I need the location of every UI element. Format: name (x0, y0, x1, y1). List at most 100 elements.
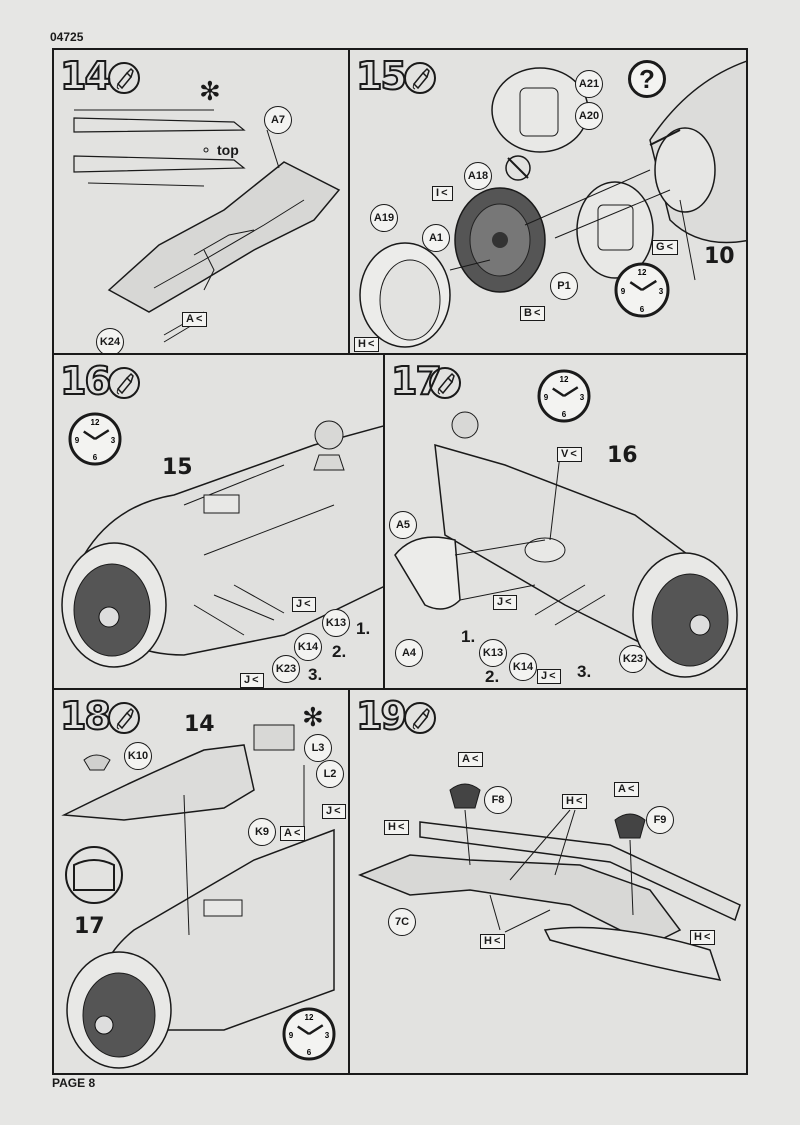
question-icon: ? (628, 60, 666, 98)
page-label: PAGE 8 (52, 1076, 96, 1090)
clock-hand (641, 279, 657, 292)
part-flag: H (354, 337, 380, 352)
step-14-panel: 14 ✻ top A7 A K24 (52, 48, 350, 355)
subassembly-number: 10 (704, 244, 735, 269)
step-14-drawing: ✻ (73, 77, 341, 343)
clock-number: 6 (562, 410, 567, 419)
part-callout: A21 (575, 70, 603, 98)
clock-number: 3 (659, 287, 664, 296)
part-callout: L3 (304, 734, 332, 762)
clock-hand (563, 386, 579, 398)
part-callout: F9 (646, 806, 674, 834)
part-flag: A (614, 782, 640, 797)
part-callout: F8 (484, 786, 512, 814)
part-flag: B (520, 306, 546, 321)
part-flag: H (690, 930, 716, 945)
glue-icon (108, 367, 140, 399)
order-number: 2. (332, 642, 347, 661)
clock-number: 3 (325, 1031, 330, 1040)
part-callout: K14 (294, 633, 322, 661)
top-note: top (217, 142, 239, 158)
part-callout: K9 (248, 818, 276, 846)
paint-icon: ✻ (302, 703, 324, 733)
clock-number: 12 (638, 268, 647, 277)
clock-number: 12 (560, 375, 569, 384)
clock-number: 9 (75, 436, 80, 445)
part-flag: J (493, 595, 517, 610)
clock-hand (629, 281, 643, 292)
part-callout: A18 (464, 162, 492, 190)
step-15-panel: 15 A21 A20 ? A18 I A19 A1 P1 B G H 10 12… (348, 48, 748, 355)
subassembly-number: 16 (607, 443, 638, 468)
part-flag: G (652, 240, 678, 255)
part-flag: J (240, 673, 264, 688)
clock-icon: 12 3 6 9 (535, 367, 593, 425)
clock-hand (94, 429, 110, 441)
subassembly-number: 17 (74, 914, 105, 939)
clock-number: 12 (91, 418, 100, 427)
clock-number: 3 (580, 393, 585, 402)
part-flag: A (182, 312, 208, 327)
part-flag: J (292, 597, 316, 612)
step-15-drawing (359, 60, 746, 348)
glue-icon (108, 702, 140, 734)
clock-number: 6 (640, 305, 645, 314)
part-callout: A7 (264, 106, 292, 134)
step-number: 19 (355, 693, 408, 739)
step-18-drawing: ✻ (61, 703, 335, 1069)
clock-number: 6 (307, 1048, 312, 1057)
part-callout: K23 (272, 655, 300, 683)
clock-number: 12 (305, 1013, 314, 1022)
clock-icon: 12 3 6 9 (612, 260, 672, 320)
step-16-drawing (61, 420, 383, 668)
part-callout: K13 (322, 609, 350, 637)
part-flag: I (432, 186, 453, 201)
step-17-drawing (394, 411, 738, 678)
part-callout: A4 (395, 639, 423, 667)
glue-icon (429, 367, 461, 399)
clock-number: 9 (621, 287, 626, 296)
part-callout: L2 (316, 760, 344, 788)
step-number: 16 (59, 358, 112, 404)
part-callout: A20 (575, 102, 603, 130)
part-callout: P1 (550, 272, 578, 300)
part-callout: K24 (96, 328, 124, 353)
part-flag: A (458, 752, 484, 767)
clock-hand (552, 387, 565, 398)
part-flag: H (384, 820, 410, 835)
part-flag: H (480, 934, 506, 949)
step-number: 18 (59, 693, 112, 739)
part-flag: J (537, 669, 561, 684)
subassembly-number: 14 (184, 712, 215, 737)
part-callout: A19 (370, 204, 398, 232)
part-flag: J (322, 804, 346, 819)
clock-hand (297, 1025, 310, 1036)
step-19-panel: 19 A F8 A F9 H H 7C H H (348, 688, 748, 1075)
order-number: 2. (485, 667, 500, 686)
part-callout: K10 (124, 742, 152, 770)
part-callout: 7C (388, 908, 416, 936)
clock-hand (83, 430, 96, 441)
order-number: 3. (577, 662, 592, 681)
clock-number: 9 (544, 393, 549, 402)
part-callout: K13 (479, 639, 507, 667)
part-flag: V (557, 447, 582, 462)
part-flag: H (562, 794, 588, 809)
paint-icon: ✻ (199, 77, 221, 107)
part-callout: A5 (389, 511, 417, 539)
clock-number: 6 (93, 453, 98, 462)
order-number: 3. (308, 665, 323, 684)
glue-icon (108, 62, 140, 94)
clock-number: 9 (289, 1031, 294, 1040)
subassembly-number: 15 (162, 455, 193, 480)
part-callout: K14 (509, 653, 537, 681)
clock-hand (308, 1024, 324, 1036)
kit-number: 04725 (50, 30, 84, 44)
clock-icon: 12 3 6 9 (280, 1005, 338, 1063)
glue-icon (404, 702, 436, 734)
step-number: 14 (59, 53, 112, 99)
